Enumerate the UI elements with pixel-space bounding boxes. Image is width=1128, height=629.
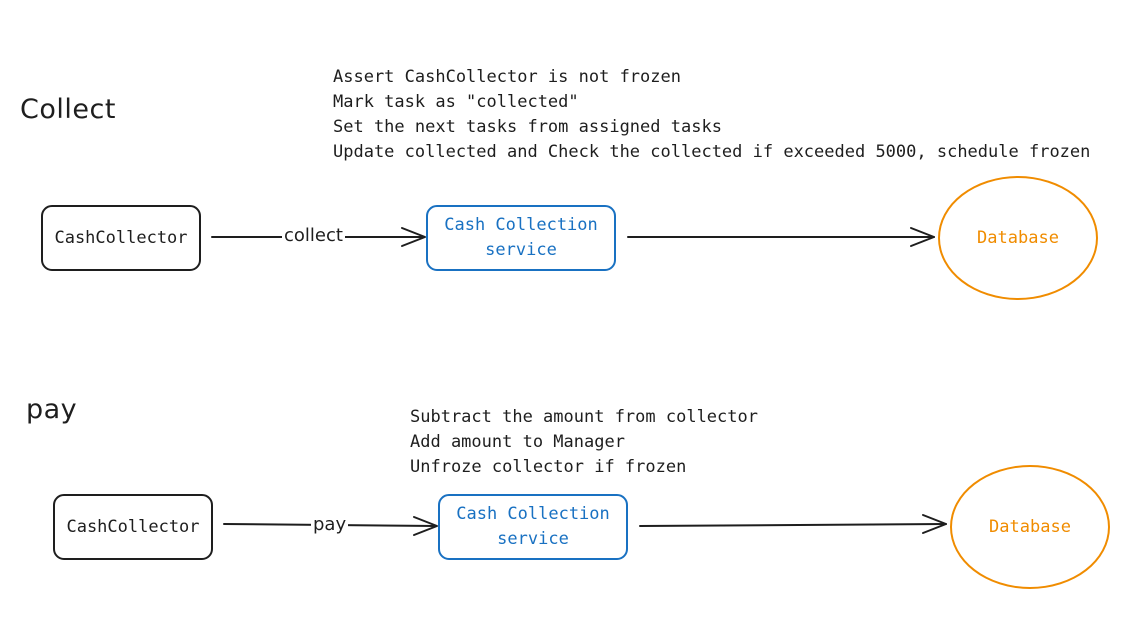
collect-service-label-line2: service (485, 240, 557, 260)
collect-db-arrowhead (910, 227, 935, 247)
pay-section-title: pay (26, 394, 78, 425)
pay-action-label: pay (311, 514, 349, 536)
pay-service-label-line2: service (497, 529, 569, 549)
collect-note-line: Update collected and Check the collected… (333, 142, 1091, 162)
pay-note-line: Add amount to Manager (410, 432, 625, 452)
collect-actor-node: CashCollector (41, 205, 201, 271)
pay-database-node: Database (950, 465, 1110, 589)
collect-service-node: Cash Collection service (426, 205, 616, 271)
collect-section-title: Collect (20, 94, 116, 125)
pay-database-label: Database (989, 516, 1071, 537)
collect-note-line: Mark task as "collected" (333, 92, 579, 112)
collect-service-label-line1: Cash Collection (444, 215, 598, 235)
collect-note-line: Assert CashCollector is not frozen (333, 67, 681, 87)
pay-db-arrow-line (639, 523, 947, 527)
collect-database-node: Database (938, 176, 1098, 300)
pay-db-arrowhead (922, 514, 947, 534)
collect-database-label: Database (977, 227, 1059, 248)
pay-notes: Subtract the amount from collector Add a… (410, 405, 758, 480)
pay-note-line: Subtract the amount from collector (410, 407, 758, 427)
collect-note-line: Set the next tasks from assigned tasks (333, 117, 722, 137)
collect-arrowhead (401, 227, 426, 247)
collect-notes: Assert CashCollector is not frozen Mark … (333, 65, 1090, 165)
pay-service-label-line1: Cash Collection (456, 504, 610, 524)
pay-arrowhead (413, 516, 438, 536)
pay-note-line: Unfroze collector if frozen (410, 457, 687, 477)
pay-service-node: Cash Collection service (438, 494, 628, 560)
pay-actor-node: CashCollector (53, 494, 213, 560)
collect-actor-label: CashCollector (54, 227, 188, 248)
pay-actor-label: CashCollector (66, 516, 200, 537)
collect-action-label: collect (282, 225, 345, 247)
